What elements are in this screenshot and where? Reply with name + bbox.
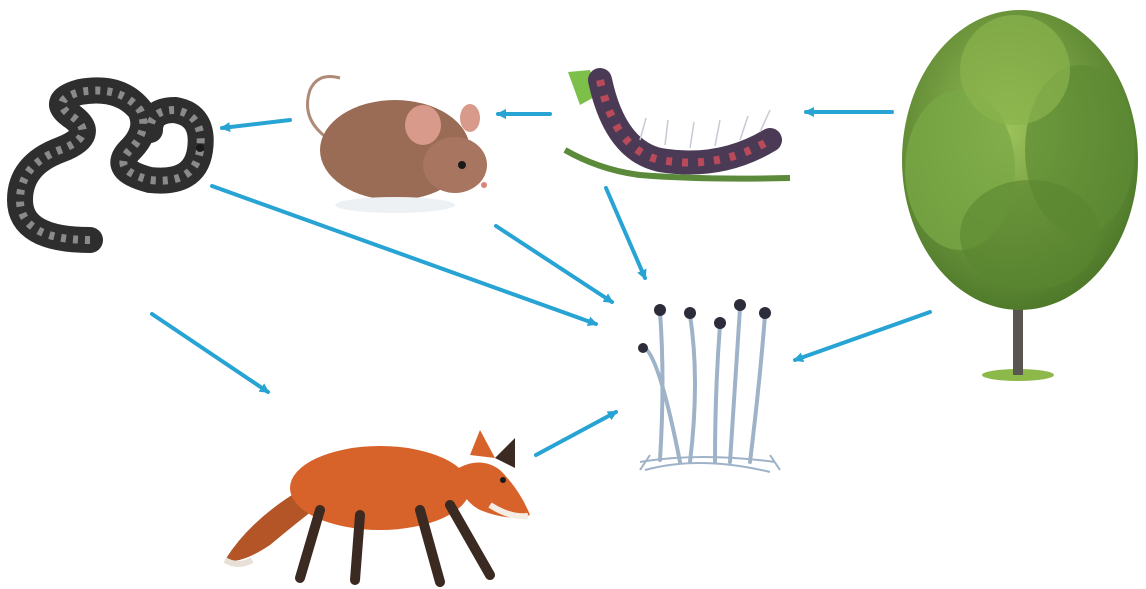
arrow-caterpillar-to-decomposer — [606, 188, 645, 278]
arrow-snake-to-fox — [152, 314, 268, 392]
arrow-fox-to-decomposer — [536, 412, 616, 455]
caterpillar-icon — [565, 70, 790, 179]
arrow-mouse-to-decomposer — [496, 226, 612, 302]
mold-fungus-icon — [638, 299, 780, 472]
mouse-icon — [308, 77, 488, 214]
arrow-mouse-to-snake — [222, 120, 290, 128]
tree-icon — [902, 10, 1138, 381]
food-web-arrows — [152, 112, 930, 455]
snake-icon — [20, 90, 204, 240]
fox-icon — [225, 430, 530, 582]
arrow-tree-to-decomposer — [795, 312, 930, 360]
